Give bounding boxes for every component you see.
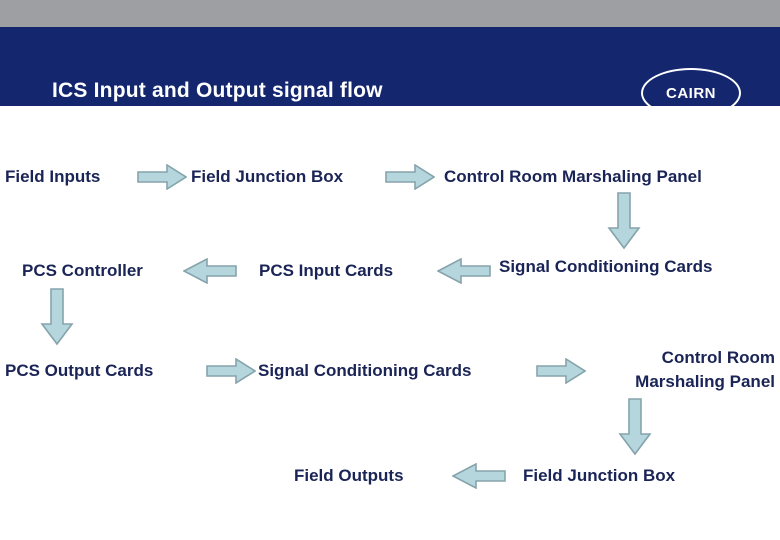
node-crmp-2-line1: Control Room <box>661 348 775 367</box>
arrow-down-pcs-controller-to-pcs-output-cards <box>40 288 74 346</box>
arrow-right-signal-conditioning-to-marshaling-panel <box>536 358 586 384</box>
node-crmp-2-line2: Marshaling Panel <box>635 372 775 391</box>
node-pcs-output-cards: PCS Output Cards <box>5 361 154 380</box>
arrow-right-junction-box-to-marshaling-panel <box>385 164 435 190</box>
top-gray-band <box>0 0 780 27</box>
arrow-left-field-junction-box-to-field-outputs <box>452 463 506 489</box>
logo-ellipse-shape <box>641 68 741 118</box>
arrow-right-field-inputs-to-junction-box <box>137 164 187 190</box>
node-field-inputs: Field Inputs <box>5 167 101 186</box>
arrow-right-pcs-output-cards-to-signal-conditioning <box>206 358 256 384</box>
arrow-left-signal-conditioning-to-pcs-input-cards <box>437 258 491 284</box>
node-control-room-marshaling-panel-1: Control Room Marshaling Panel <box>444 167 702 186</box>
node-field-outputs: Field Outputs <box>294 466 404 485</box>
node-signal-conditioning-cards-1: Signal Conditioning Cards <box>499 257 713 276</box>
signal-flow-diagram: Field Inputs Field Junction Box Control … <box>0 106 780 540</box>
node-field-junction-box-2: Field Junction Box <box>523 466 676 485</box>
node-control-room-marshaling-panel-2: Control Room Marshaling Panel <box>565 346 775 394</box>
page-title: ICS Input and Output signal flow <box>52 79 383 102</box>
title-bar: ICS Input and Output signal flow CAIRN <box>0 27 780 118</box>
arrow-left-pcs-input-cards-to-controller <box>183 258 237 284</box>
node-field-junction-box-1: Field Junction Box <box>191 167 344 186</box>
cairn-logo: CAIRN <box>641 68 741 118</box>
node-pcs-input-cards: PCS Input Cards <box>259 261 394 280</box>
arrow-down-marshaling-panel-to-field-junction-box <box>618 398 652 456</box>
node-signal-conditioning-cards-2: Signal Conditioning Cards <box>258 361 472 380</box>
node-pcs-controller: PCS Controller <box>22 261 143 280</box>
arrow-down-marshaling-panel-to-signal-conditioning <box>607 192 641 250</box>
logo-wordmark: CAIRN <box>666 84 716 102</box>
